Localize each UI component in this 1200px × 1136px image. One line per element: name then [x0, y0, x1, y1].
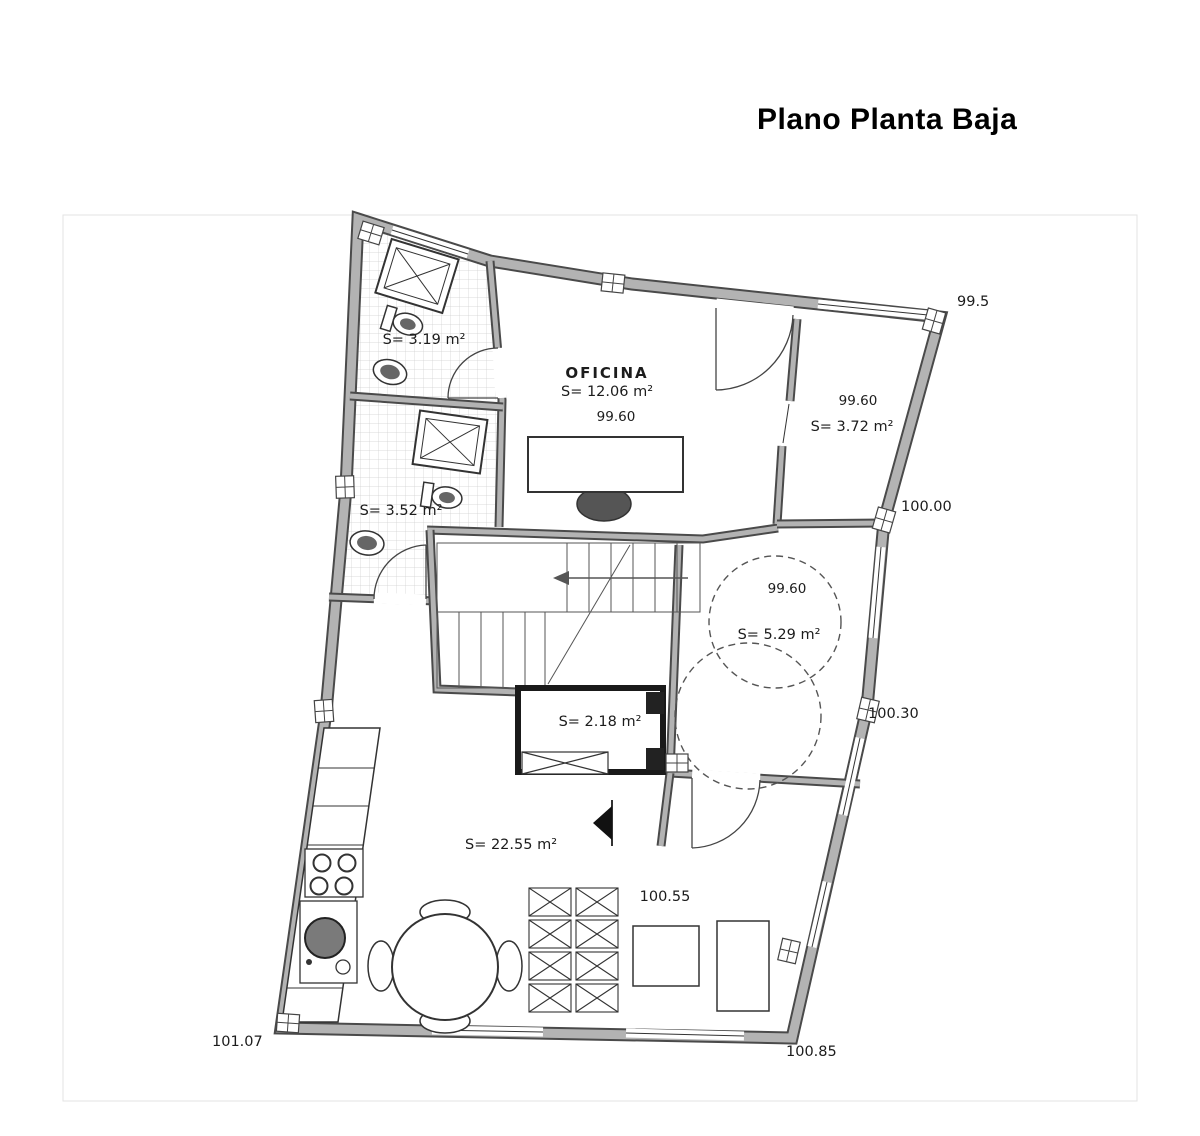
elevation-labels: 99.5 100.00 100.30 101.07 100.85: [212, 294, 989, 1060]
side-table: [632, 925, 700, 987]
stove-hob: [304, 848, 364, 898]
living-area-label: S= 22.55 m²: [465, 837, 557, 853]
kitchen-sink: [299, 900, 358, 984]
bench: [716, 920, 770, 1012]
lift-core: [515, 685, 666, 775]
oficina-level-label: 99.60: [597, 409, 636, 425]
elevation-bottom-left: 101.07: [212, 1034, 263, 1050]
shower-tray-mid: [411, 409, 489, 475]
sink-mid: [349, 530, 385, 556]
sink-top: [372, 358, 408, 386]
shower-tray-top: [374, 237, 460, 315]
elevation-right-upper: 100.00: [901, 499, 952, 515]
door-openings: [373, 298, 794, 787]
page-title: Plano Planta Baja: [757, 103, 1018, 136]
store-area-label: S= 3.72 m²: [811, 419, 894, 435]
aseo-area-label: S= 5.29 m²: [738, 627, 821, 643]
stairs: [436, 542, 701, 689]
elevation-bottom-right: 100.85: [786, 1044, 837, 1060]
oficina-room-name: OFICINA: [565, 364, 648, 382]
store-level-label: 99.60: [839, 393, 878, 409]
turning-circles: [674, 555, 842, 790]
toilet-mid: [419, 481, 463, 509]
stair-direction-arrow: [553, 571, 569, 585]
dining-table: [391, 913, 499, 1021]
door-mat: [521, 751, 609, 775]
entry-arrow-icon: [593, 800, 613, 846]
waiting-chairs: [528, 887, 619, 1013]
elevation-top-right: 99.5: [957, 294, 989, 310]
toilet-top: [379, 304, 424, 336]
elevation-right-lower: 100.30: [868, 706, 919, 722]
bath-top-area-label: S= 3.19 m²: [383, 332, 466, 348]
bath-mid-area-label: S= 3.52 m²: [360, 503, 443, 519]
office-desk: [527, 436, 684, 493]
living-level-label: 100.55: [640, 889, 691, 905]
room-labels: OFICINA S= 12.06 m² 99.60 S= 3.19 m² S= …: [360, 332, 894, 905]
lift-area-label: S= 2.18 m²: [559, 714, 642, 730]
aseo-level-label: 99.60: [768, 581, 807, 597]
plan-frame: [62, 214, 1138, 1102]
lift-door-jamb: [646, 748, 664, 770]
windows: [390, 225, 929, 1041]
oficina-area-label: S= 12.06 m²: [561, 384, 653, 400]
lift-door-jamb: [646, 692, 664, 714]
door-swing-arcs: [373, 308, 794, 849]
wall-markers: [275, 220, 947, 1034]
